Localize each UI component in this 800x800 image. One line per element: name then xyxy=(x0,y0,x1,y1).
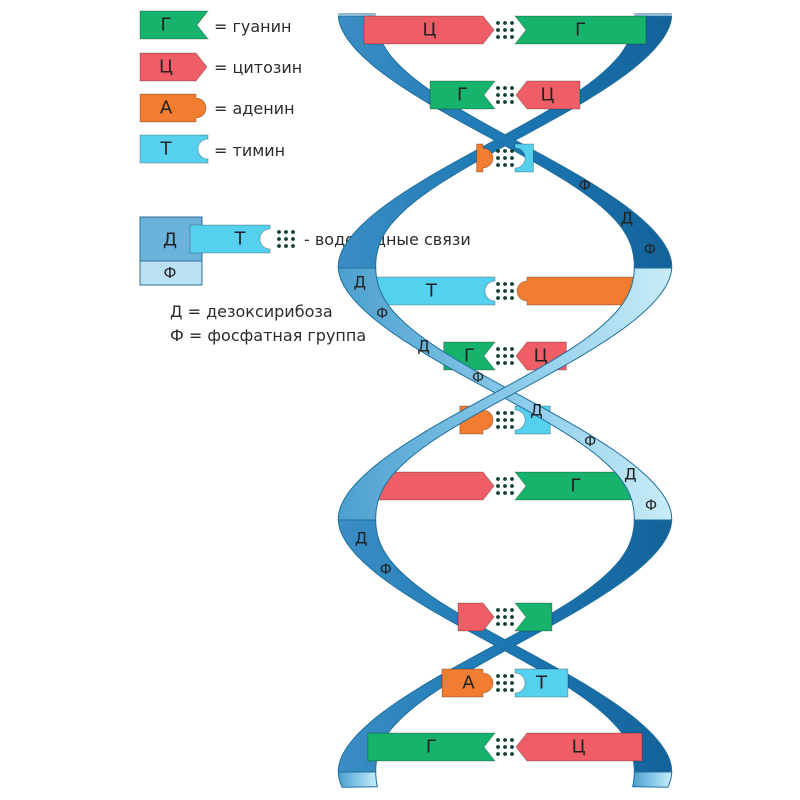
legend-label-cytosine: = цитозин xyxy=(214,58,303,77)
sugar-label: Д xyxy=(417,337,430,356)
base-letter-left: Г xyxy=(457,85,468,106)
base-pair-3 xyxy=(476,143,534,173)
legend-base-block xyxy=(189,224,271,254)
legend-phosphate-letter: Ф xyxy=(164,264,177,282)
base-T-right xyxy=(514,668,569,698)
backbone-strand-1-segment-5 xyxy=(337,771,379,788)
base-pair-7: Г xyxy=(372,471,638,501)
hbond-dots xyxy=(496,674,514,692)
sugar-label: Д xyxy=(355,529,368,548)
base-letter-left: А xyxy=(462,673,475,694)
sugar-label: Д xyxy=(621,209,634,228)
phosphate-label: Ф xyxy=(644,242,656,258)
legend-base-letter: Т xyxy=(234,229,247,250)
phosphate-label: Ф xyxy=(579,178,591,194)
hbond-dots xyxy=(496,149,514,167)
base-pair-4: Т xyxy=(367,276,643,306)
legend-letter-A: А xyxy=(160,98,173,119)
hbond-dots xyxy=(496,21,514,39)
legend-key-T: Т xyxy=(139,134,209,164)
base-letter-left: Т xyxy=(425,281,438,302)
base-A-left xyxy=(441,668,494,698)
legend-label-thymine: = тимин xyxy=(214,141,286,160)
legend-label-adenine: = аденин xyxy=(214,99,295,118)
legend-key-A: А xyxy=(139,93,207,123)
legend-abbrev-phosphate: Ф = фосфатная группа xyxy=(170,326,367,345)
base-letter-left: Ц xyxy=(422,20,436,41)
base-C-right xyxy=(515,732,643,762)
hbond-dots xyxy=(496,86,514,104)
base-C-right xyxy=(515,80,581,110)
sugar-label: Д xyxy=(624,465,637,484)
hbond-dots xyxy=(496,738,514,756)
legend-label-guanine: = гуанин xyxy=(214,17,292,36)
base-T-right xyxy=(514,143,534,173)
legend-hbond-dots xyxy=(277,230,295,248)
legend-key-G: Г xyxy=(139,10,210,40)
hbond-dots xyxy=(496,411,514,429)
base-letter-right: Г xyxy=(575,20,586,41)
legend-sugar-letter: Д xyxy=(163,230,177,251)
hbond-dots xyxy=(496,347,514,365)
phosphate-label: Ф xyxy=(645,498,657,514)
hbond-dots xyxy=(496,282,514,300)
base-G-left xyxy=(429,80,497,110)
base-C-left xyxy=(363,15,495,45)
base-letter-right: Ц xyxy=(534,346,548,367)
legend-key-C: Ц xyxy=(139,52,208,82)
legend-letter-G: Г xyxy=(161,15,172,36)
hbond-dots xyxy=(496,477,514,495)
legend-abbrev-deoxyribose: Д = дезоксирибоза xyxy=(170,302,333,321)
base-G-right xyxy=(513,15,647,45)
base-G-right xyxy=(513,602,553,632)
hbond-dots xyxy=(496,608,514,626)
legend-phosphate-block xyxy=(139,260,203,286)
backbone-strand-2-segment-3 xyxy=(337,267,673,521)
base-letter-right: Ц xyxy=(541,85,555,106)
base-pair-8 xyxy=(457,602,553,632)
backbone-strand-front xyxy=(337,13,673,788)
base-letter-right: Т xyxy=(535,673,548,694)
base-letter-right: Ц xyxy=(572,737,586,758)
phosphate-label: Ф xyxy=(472,370,484,386)
sugar-label: Д xyxy=(530,401,543,420)
backbone-strand-2-segment-5 xyxy=(631,771,673,788)
legend-letter-T: Т xyxy=(160,139,173,160)
legend-letter-C: Ц xyxy=(159,57,173,78)
sugar-label: Д xyxy=(353,273,366,292)
base-C-left xyxy=(457,602,495,632)
phosphate-label: Ф xyxy=(380,562,392,578)
base-letter-left: Г xyxy=(464,346,475,367)
base-A-right xyxy=(516,276,643,306)
base-G-left xyxy=(367,732,497,762)
phosphate-label: Ф xyxy=(376,306,388,322)
phosphate-label: Ф xyxy=(584,434,596,450)
base-A-left xyxy=(476,143,494,173)
base-letter-left: Г xyxy=(426,737,437,758)
base-T-left xyxy=(367,276,496,306)
legend-example: ДФ Т xyxy=(139,216,295,286)
base-letter-right: Г xyxy=(570,476,581,497)
